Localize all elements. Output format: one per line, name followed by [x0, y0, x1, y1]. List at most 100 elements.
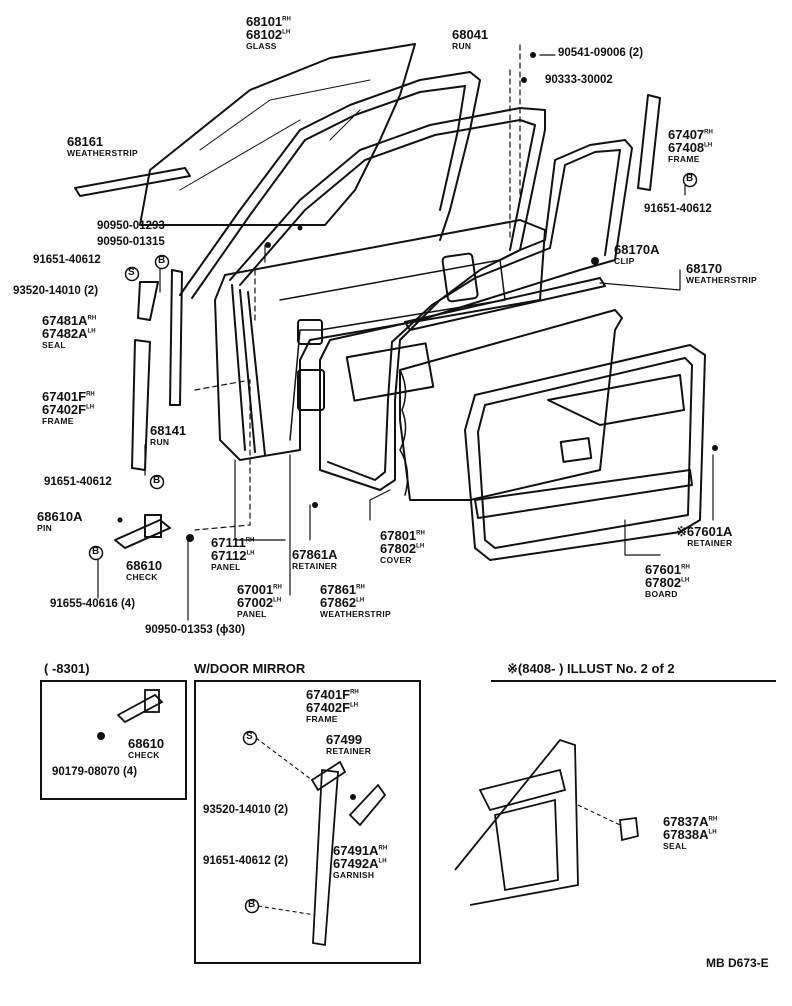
- sub1-label-90179: 90179-08070 (4): [52, 766, 138, 778]
- label-90950-01353: 90950-01353 (ϕ30): [145, 624, 246, 636]
- label-panel-67111: 67111RH 67112LH PANEL: [211, 536, 254, 572]
- part-name: CHECK: [128, 750, 160, 760]
- door-inner-panel: [279, 259, 506, 441]
- lh-mark: LH: [86, 404, 95, 411]
- label-90333: 90333-30002: [545, 74, 613, 86]
- marker-b: B: [248, 899, 256, 910]
- label-weatherstrip-68161: 68161 WEATHERSTRIP: [67, 135, 138, 158]
- label-cover-67801: 67801RH 67802LH COVER: [380, 529, 425, 565]
- marker-b: B: [153, 475, 161, 486]
- rh-mark: RH: [416, 530, 425, 537]
- sub3-label-seal: 67837ARH 67838ALH SEAL: [663, 815, 717, 851]
- part-name: GLASS: [246, 41, 277, 51]
- part-name: FRAME: [668, 154, 700, 164]
- label-board-67601: 67601RH 67802LH BOARD: [645, 563, 690, 599]
- label-retainer-67601A: ※67601A RETAINER: [676, 525, 732, 548]
- part-number: 67112: [211, 548, 247, 563]
- label-run-68141: 68141 RUN: [150, 424, 186, 447]
- board-switch: [559, 437, 593, 463]
- label-90541: 90541-09006 (2): [558, 47, 644, 59]
- rh-mark: RH: [350, 689, 359, 696]
- label-glass: 68101RH 68102LH GLASS: [246, 15, 291, 51]
- part-name: WEATHERSTRIP: [320, 609, 391, 619]
- rh-mark: RH: [86, 391, 95, 398]
- marker-s: S: [246, 731, 253, 742]
- part-name: PANEL: [211, 562, 241, 572]
- label-check-68610: 68610 CHECK: [126, 559, 162, 582]
- part-number: 67861A: [292, 547, 338, 562]
- label-run: 68041 RUN: [452, 28, 488, 51]
- fasteners: [97, 52, 718, 800]
- part-number: 68170A: [614, 242, 660, 257]
- weatherstrip-68170: [404, 277, 606, 331]
- rh-mark: RH: [87, 315, 97, 322]
- marker-b: B: [92, 546, 100, 557]
- lh-mark: LH: [378, 858, 387, 865]
- board-handle: [547, 374, 685, 426]
- part-name: RUN: [452, 41, 472, 51]
- part-name: FRAME: [42, 416, 74, 426]
- marker-b: B: [158, 255, 166, 266]
- glass-reflection: [179, 79, 371, 191]
- diagram-code: MB D673-E: [706, 956, 769, 970]
- rh-mark: RH: [704, 129, 713, 136]
- sub2-label-91651: 91651-40612 (2): [203, 855, 289, 867]
- rh-mark: RH: [681, 564, 690, 571]
- door-shell-edge: [231, 284, 266, 456]
- label-weatherstrip-68170: 68170 WEATHERSTRIP: [686, 262, 757, 285]
- weatherstrip-67861: [319, 139, 633, 491]
- part-number: 67407: [668, 127, 705, 142]
- part-number: 68041: [452, 27, 489, 42]
- rh-mark: RH: [245, 537, 255, 544]
- part-name: RETAINER: [326, 746, 372, 756]
- part-name: PIN: [37, 523, 53, 533]
- part-number: 68170: [686, 261, 723, 276]
- part-name: WEATHERSTRIP: [686, 275, 757, 285]
- part-number: 67402F: [42, 402, 87, 417]
- lh-mark: LH: [681, 577, 690, 584]
- label-91651-b: 91651-40612: [33, 254, 101, 266]
- part-number: 67401F: [306, 687, 351, 702]
- part-name: GARNISH: [333, 870, 375, 880]
- cover-67801: [399, 309, 623, 501]
- cover-67801-wavy: [399, 369, 409, 496]
- label-91651-a: 91651-40612: [644, 203, 712, 215]
- part-number: 68141: [150, 423, 187, 438]
- sub2-mirror-frame: [255, 737, 387, 947]
- part-number: 67401F: [42, 389, 87, 404]
- door-frame-outer-2: [239, 119, 536, 286]
- marker-b: B: [686, 173, 694, 184]
- sub2-label-retainer: 67499 RETAINER: [326, 733, 371, 756]
- part-number: 68610: [126, 558, 163, 573]
- door-opening-3: [297, 369, 325, 411]
- part-name: COVER: [380, 555, 412, 565]
- lh-mark: LH: [708, 829, 717, 836]
- marker-group: [88, 172, 698, 914]
- sub2-box: [194, 680, 421, 964]
- lh-mark: LH: [87, 328, 96, 335]
- part-number: 67601: [645, 562, 682, 577]
- part-name: SEAL: [42, 340, 66, 350]
- part-number: 67499: [326, 732, 363, 747]
- label-clip: 68170A CLIP: [614, 243, 660, 266]
- part-number: 67862: [320, 595, 357, 610]
- sub3-header-rule: [491, 680, 776, 682]
- door-opening-1: [441, 252, 479, 303]
- part-number: 67861: [320, 582, 357, 597]
- label-90950-01293: 90950-01293: [97, 220, 165, 232]
- label-panel-67001: 67001RH 67002LH PANEL: [237, 583, 282, 619]
- sub1-label-check: 68610 CHECK: [128, 737, 164, 760]
- weatherstrip-67861-inner: [327, 149, 621, 481]
- part-number: 67492A: [333, 856, 379, 871]
- part-name: RETAINER: [687, 538, 733, 548]
- sub2-label-frame: 67401FRH 67402FLH FRAME: [306, 688, 359, 724]
- board-armrest: [474, 469, 693, 519]
- door-shell: [214, 219, 546, 461]
- board-67601-inner: [477, 357, 693, 549]
- part-name: SEAL: [663, 841, 687, 851]
- part-name: BOARD: [645, 589, 678, 599]
- lh-mark: LH: [356, 597, 365, 604]
- label-90950-01315: 90950-01315: [97, 236, 165, 248]
- label-seal-67481A: 67481ARH 67482ALH SEAL: [42, 314, 96, 350]
- marker-s: S: [128, 267, 135, 278]
